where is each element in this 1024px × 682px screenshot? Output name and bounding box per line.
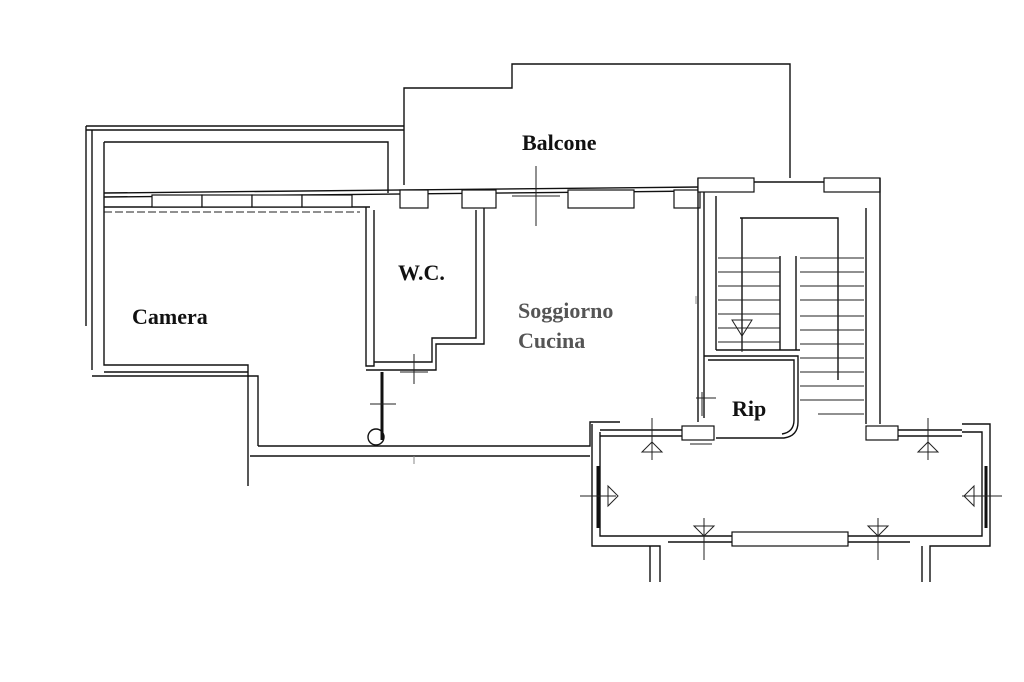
room-label-soggiorno: Soggiorno xyxy=(518,298,613,323)
camera-walls xyxy=(85,125,620,486)
room-label-cucina: Cucina xyxy=(518,328,585,353)
lower-gallery xyxy=(580,392,1002,582)
balcony-outline xyxy=(403,63,791,185)
room-label-camera: Camera xyxy=(132,304,208,329)
wc-walls xyxy=(365,207,485,384)
room-label-rip: Rip xyxy=(732,396,766,421)
staircase xyxy=(697,177,881,424)
room-label-balcone: Balcone xyxy=(522,130,597,155)
door-camera xyxy=(367,372,396,446)
exterior-wall-north xyxy=(103,186,701,213)
room-label-wc: W.C. xyxy=(398,260,445,285)
rip-walls xyxy=(696,355,799,439)
balcony-door-symbol xyxy=(512,166,560,226)
